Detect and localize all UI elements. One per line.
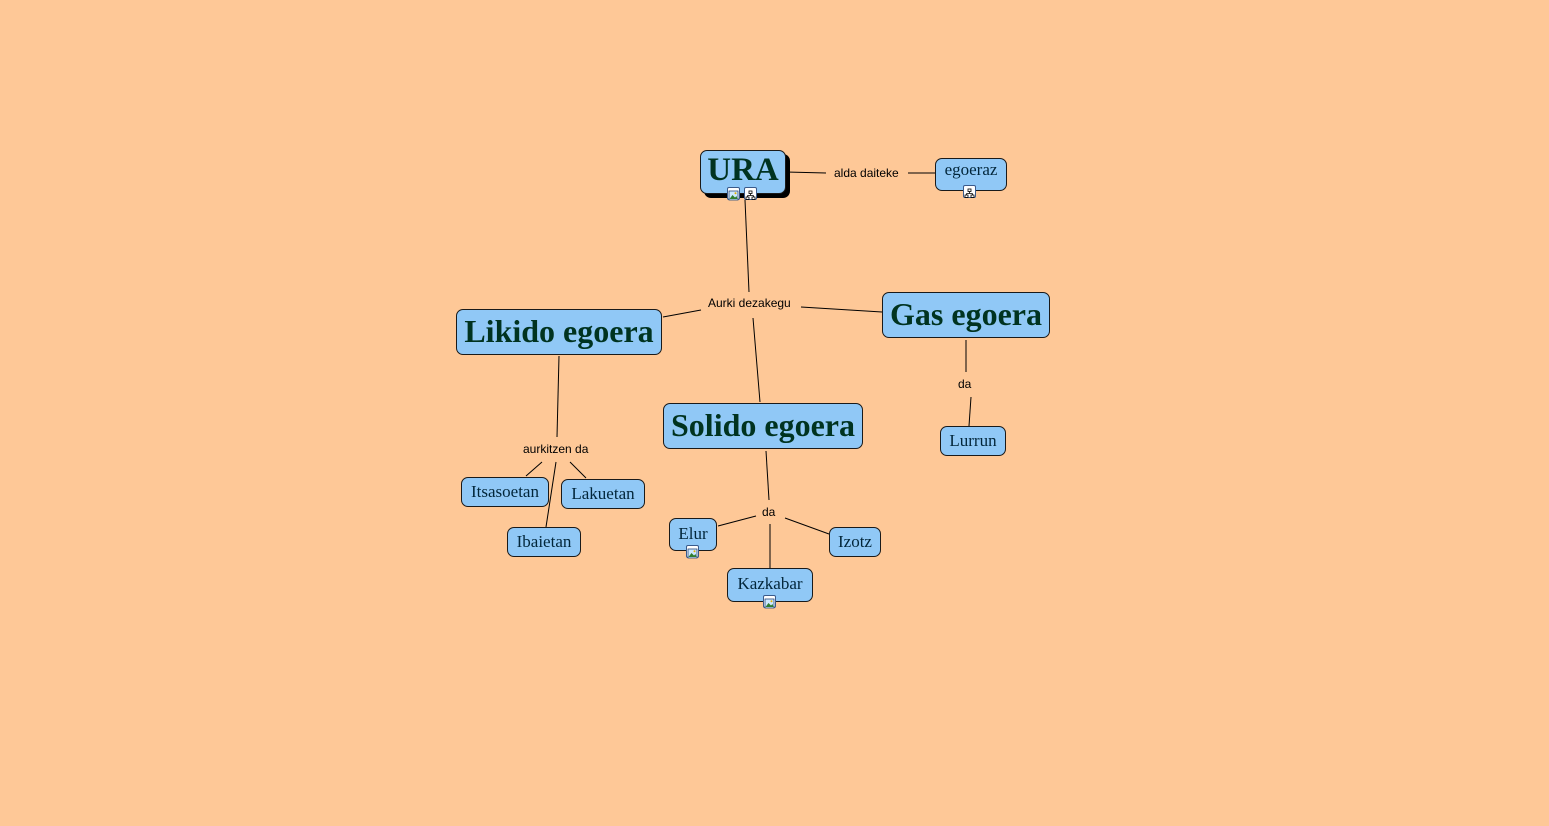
line-da-izotz [784, 517, 830, 535]
node-likido-egoera[interactable]: Likido egoera [456, 309, 662, 355]
node-lakuetan[interactable]: Lakuetan [561, 479, 645, 509]
line-aurki-solido [752, 317, 761, 403]
node-lurrun-label: Lurrun [949, 431, 997, 450]
link-da-gas: da [956, 377, 974, 391]
image-icon[interactable] [727, 187, 740, 201]
node-ibaietan[interactable]: Ibaietan [507, 527, 581, 557]
node-lakuetan-label: Lakuetan [571, 484, 635, 503]
line-aurki-likido [662, 309, 702, 318]
node-gas-egoera[interactable]: Gas egoera [882, 292, 1050, 338]
image-icon[interactable] [763, 595, 776, 609]
line-aurkitzen-ibaietan [545, 461, 557, 528]
concept-map-icon[interactable] [744, 187, 757, 200]
node-ibaietan-label: Ibaietan [516, 532, 572, 551]
node-likido-egoera-label: Likido egoera [464, 313, 654, 349]
line-aurkitzen-lakuetan [569, 461, 587, 479]
image-icon[interactable] [686, 545, 699, 559]
node-solido-egoera[interactable]: Solido egoera [663, 403, 863, 449]
node-ura-label: URA [707, 152, 779, 188]
node-kazkabar-label: Kazkabar [737, 574, 803, 593]
link-aurkitzen-da: aurkitzen da [521, 442, 591, 456]
node-ura[interactable]: URA [700, 150, 786, 194]
line-aurkitzen-itsasoetan [525, 461, 543, 477]
line-ura-aurki [744, 199, 750, 293]
line-ura-alda [785, 171, 827, 174]
node-elur-label: Elur [678, 524, 708, 543]
link-aurki-dezakegu: Aurki dezakegu [706, 296, 793, 310]
line-aurki-gas [800, 306, 883, 313]
node-itsasoetan[interactable]: Itsasoetan [461, 477, 549, 507]
link-da-solido: da [760, 505, 778, 519]
node-izotz[interactable]: Izotz [829, 527, 881, 557]
node-gas-egoera-label: Gas egoera [890, 296, 1042, 332]
line-likido-aurkitzen [556, 355, 560, 438]
node-kazkabar[interactable]: Kazkabar [727, 568, 813, 602]
line-da-lurrun [968, 396, 972, 427]
line-da-elur [717, 515, 757, 527]
node-egoeraz-label: egoeraz [944, 160, 998, 179]
node-solido-egoera-label: Solido egoera [671, 407, 855, 443]
line-solido-da [765, 450, 770, 501]
concept-map-icon[interactable] [963, 185, 976, 198]
node-lurrun[interactable]: Lurrun [940, 426, 1006, 456]
link-alda-daiteke: alda daiteke [832, 166, 901, 180]
node-itsasoetan-label: Itsasoetan [471, 482, 539, 501]
node-izotz-label: Izotz [838, 532, 872, 551]
